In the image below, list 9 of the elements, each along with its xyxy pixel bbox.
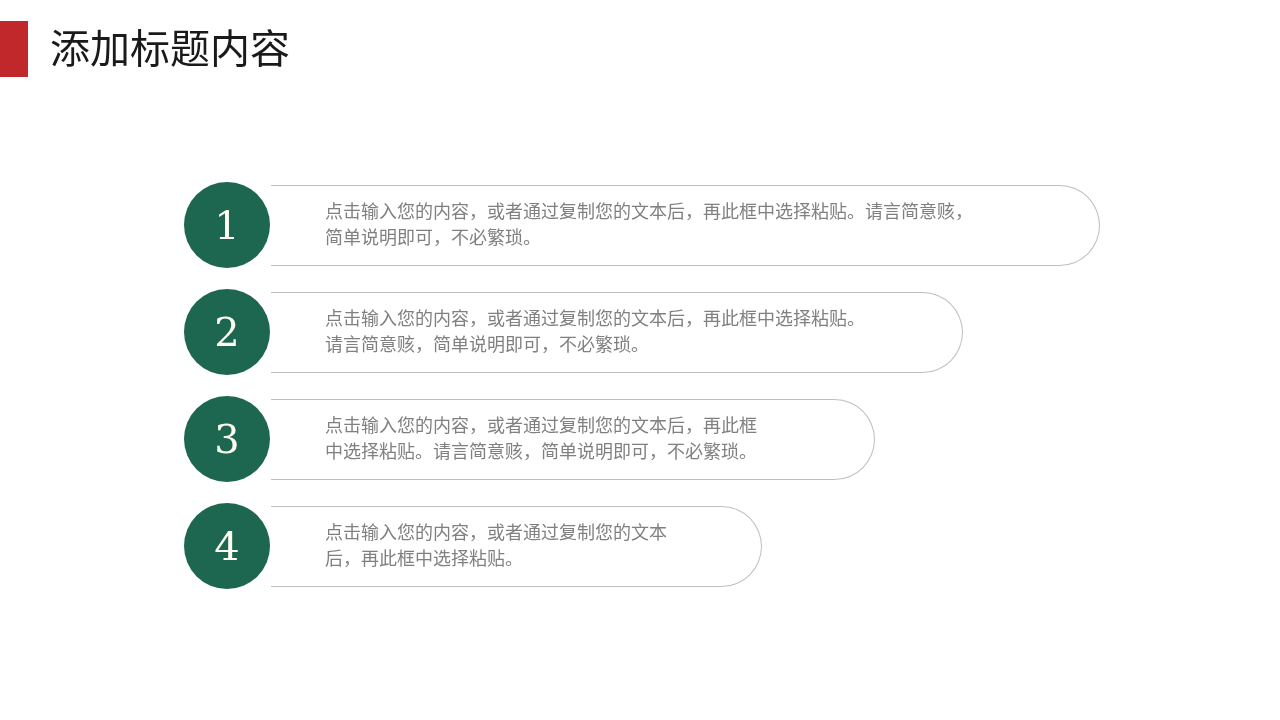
step-number: 2 — [214, 309, 240, 355]
step-number: 1 — [214, 202, 240, 248]
description-text: 点击输入您的内容，或者通过复制您的文本后，再此框中选择粘贴。请言简意赅，简单说明即可，不必繁琐。 — [325, 414, 758, 464]
step-number: 4 — [214, 523, 240, 569]
description-text: 点击输入您的内容，或者通过复制您的文本后，再此框中选择粘贴。 — [325, 521, 668, 571]
slide-title: 添加标题内容 — [50, 25, 290, 74]
description-text: 点击输入您的内容，或者通过复制您的文本后，再此框中选择粘贴。请言简意赅，简单说明即可，不必繁琐。 — [325, 200, 974, 250]
step-number: 3 — [214, 416, 240, 462]
description-text: 点击输入您的内容，或者通过复制您的文本后，再此框中选择粘贴。请言简意赅，简单说明即可，不必繁琐。 — [325, 307, 866, 357]
